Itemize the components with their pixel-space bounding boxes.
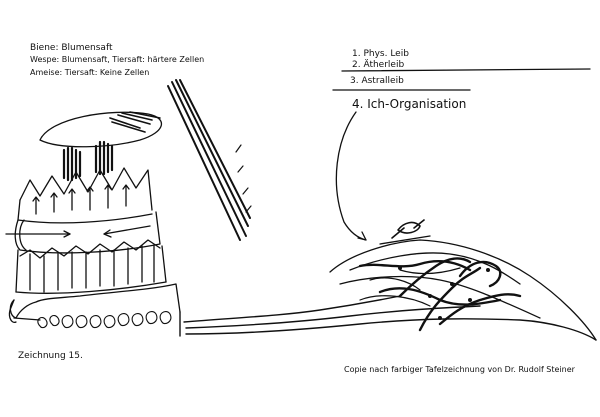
hive-middle-band (14, 211, 161, 254)
hive-lower-roof (19, 239, 161, 259)
hive-lower-wall-right (161, 245, 167, 283)
mound-inner-2 (339, 275, 541, 319)
divider-line-top (341, 68, 591, 72)
list-item-phys-leib: 1. Phys. Leib (352, 49, 409, 59)
horizontal-arrow-right (103, 225, 151, 235)
cylinder-left-curve (19, 219, 27, 251)
ant-shadow-lines (379, 235, 431, 245)
list-item-ich-organisation: 4. Ich-Organisation (352, 97, 467, 111)
caption-copie: Copie nach farbiger Tafelzeichnung von D… (344, 365, 575, 374)
ant-figure (391, 219, 425, 239)
note-wespe: Wespe: Blumensaft, Tiersaft: härtere Zel… (30, 55, 205, 64)
oval-cap (39, 111, 162, 148)
hive-top-band (17, 199, 153, 224)
chimney-right (94, 140, 114, 176)
ground-lines (179, 295, 597, 341)
mound-thin-strands (359, 267, 461, 307)
hive-lower-cells (29, 245, 155, 293)
mound-dark-strands (358, 257, 522, 332)
hive-lower-base (15, 281, 167, 294)
hive-bottom-scallops (9, 283, 181, 319)
note-ameise: Ameise: Tiersaft: Keine Zellen (30, 68, 150, 77)
diagonal-hatching (167, 79, 251, 241)
mound-outline (329, 239, 597, 341)
hive-left-outline (8, 299, 17, 324)
hive-lower-wall-left (15, 249, 19, 293)
curved-arrow (335, 111, 367, 241)
hive-top-roof (19, 167, 153, 211)
cap-hatching (109, 111, 161, 133)
coil-loops (37, 311, 172, 329)
mound-dots (398, 266, 490, 320)
list-item-aetherleib: 2. Ätherleib (352, 60, 405, 70)
hive-top-arrows (32, 184, 130, 215)
curved-arrow-head (357, 231, 367, 241)
list-item-astralleib: 3. Astralleib (350, 76, 404, 86)
note-biene: Biene: Blumensaft (30, 43, 113, 53)
caption-zeichnung: Zeichnung 15. (18, 351, 83, 361)
diagonal-ticks (235, 144, 252, 213)
